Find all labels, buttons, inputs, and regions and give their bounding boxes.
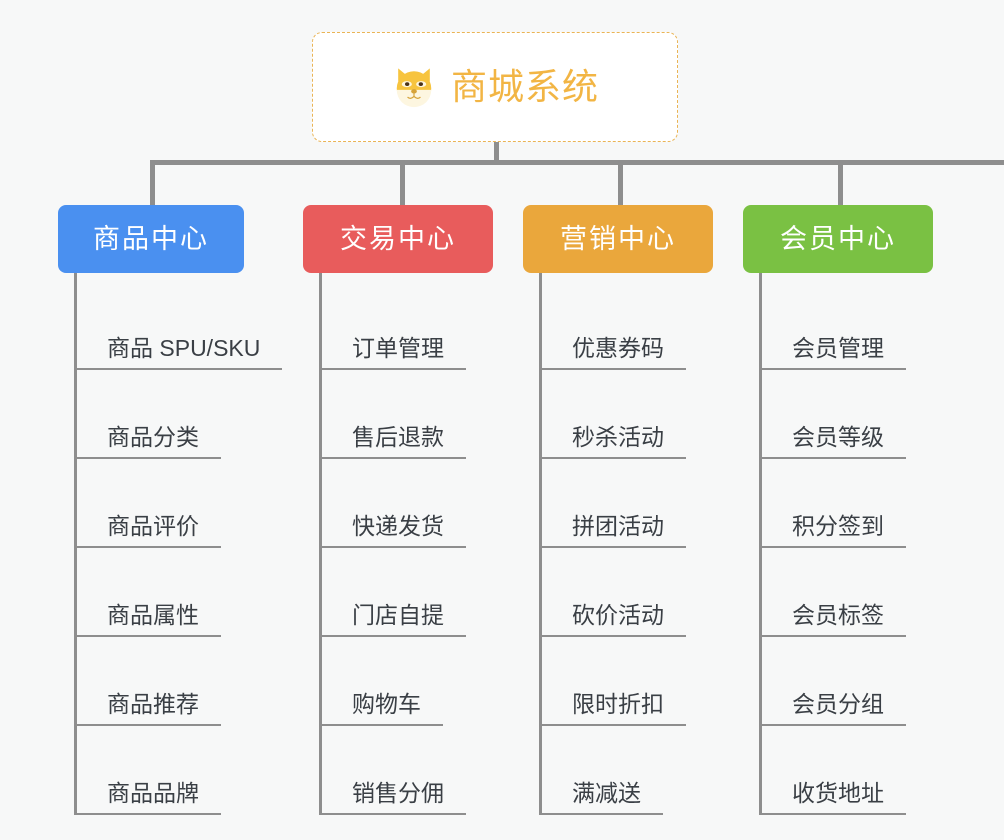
leaf-item[interactable]: 限时折扣	[542, 637, 759, 726]
leaf-label: 商品推荐	[77, 693, 221, 726]
leaf-label: 商品品牌	[77, 782, 221, 815]
leaf-label: 会员等级	[762, 426, 906, 459]
leaf-item[interactable]: 积分签到	[762, 459, 979, 548]
branch-column-2: 交易中心 订单管理 售后退款 快递发货 门店自提 购物车 销售分佣	[303, 205, 539, 815]
leaf-item[interactable]: 商品评价	[77, 459, 294, 548]
leaf-label: 商品属性	[77, 604, 221, 637]
connector-root-stem	[494, 142, 499, 164]
leaf-label: 会员标签	[762, 604, 906, 637]
leaf-item[interactable]: 商品推荐	[77, 637, 294, 726]
connector-horizontal-bus	[150, 160, 1004, 165]
branch-header-4[interactable]: 会员中心	[743, 205, 933, 273]
leaf-list-3: 优惠券码 秒杀活动 拼团活动 砍价活动 限时折扣 满减送	[539, 273, 759, 815]
leaf-label: 秒杀活动	[542, 426, 686, 459]
leaf-list-1: 商品 SPU/SKU 商品分类 商品评价 商品属性 商品推荐 商品品牌	[74, 273, 294, 815]
leaf-item[interactable]: 商品品牌	[77, 726, 294, 815]
leaf-label: 购物车	[322, 693, 443, 726]
leaf-item[interactable]: 商品分类	[77, 370, 294, 459]
leaf-item[interactable]: 销售分佣	[322, 726, 539, 815]
leaf-item[interactable]: 商品 SPU/SKU	[77, 281, 294, 370]
leaf-item[interactable]: 快递发货	[322, 459, 539, 548]
leaf-label: 商品分类	[77, 426, 221, 459]
connector-drop-3	[618, 160, 623, 208]
leaf-item[interactable]: 购物车	[322, 637, 539, 726]
leaf-item[interactable]: 会员标签	[762, 548, 979, 637]
shiba-dog-icon	[396, 68, 432, 108]
branch-column-4: 会员中心 会员管理 会员等级 积分签到 会员标签 会员分组 收货地址	[743, 205, 979, 815]
root-title: 商城系统	[450, 66, 599, 107]
leaf-list-4: 会员管理 会员等级 积分签到 会员标签 会员分组 收货地址	[759, 273, 979, 815]
leaf-label: 收货地址	[762, 782, 906, 815]
leaf-item[interactable]: 售后退款	[322, 370, 539, 459]
leaf-item[interactable]: 优惠券码	[542, 281, 759, 370]
leaf-label: 拼团活动	[542, 515, 686, 548]
leaf-label: 快递发货	[322, 515, 466, 548]
leaf-label: 满减送	[542, 782, 663, 815]
branch-label-4: 会员中心	[780, 223, 896, 254]
branch-label-2: 交易中心	[340, 223, 456, 254]
leaf-item[interactable]: 砍价活动	[542, 548, 759, 637]
leaf-label: 积分签到	[762, 515, 906, 548]
leaf-label: 订单管理	[322, 337, 466, 370]
leaf-item[interactable]: 秒杀活动	[542, 370, 759, 459]
leaf-label: 商品 SPU/SKU	[77, 337, 283, 370]
leaf-label: 会员分组	[762, 693, 906, 726]
branch-header-3[interactable]: 营销中心	[523, 205, 713, 273]
leaf-item[interactable]: 会员等级	[762, 370, 979, 459]
leaf-item[interactable]: 拼团活动	[542, 459, 759, 548]
leaf-label: 限时折扣	[542, 693, 686, 726]
root-node[interactable]: 商城系统	[312, 32, 678, 142]
branch-label-3: 营销中心	[560, 223, 676, 254]
leaf-item[interactable]: 满减送	[542, 726, 759, 815]
leaf-label: 售后退款	[322, 426, 466, 459]
leaf-label: 优惠券码	[542, 337, 686, 370]
leaf-list-2: 订单管理 售后退款 快递发货 门店自提 购物车 销售分佣	[319, 273, 539, 815]
leaf-label: 门店自提	[322, 604, 466, 637]
branch-header-1[interactable]: 商品中心	[58, 205, 244, 273]
leaf-item[interactable]: 收货地址	[762, 726, 979, 815]
leaf-item[interactable]: 订单管理	[322, 281, 539, 370]
branch-column-3: 营销中心 优惠券码 秒杀活动 拼团活动 砍价活动 限时折扣 满减送	[523, 205, 759, 815]
leaf-item[interactable]: 商品属性	[77, 548, 294, 637]
connector-drop-2	[400, 160, 405, 208]
leaf-label: 销售分佣	[322, 782, 466, 815]
connector-drop-1	[150, 160, 155, 208]
branch-column-1: 商品中心 商品 SPU/SKU 商品分类 商品评价 商品属性 商品推荐 商品品牌	[58, 205, 294, 815]
leaf-item[interactable]: 门店自提	[322, 548, 539, 637]
branch-header-2[interactable]: 交易中心	[303, 205, 493, 273]
connector-drop-4	[838, 160, 843, 208]
leaf-item[interactable]: 会员分组	[762, 637, 979, 726]
leaf-label: 会员管理	[762, 337, 906, 370]
leaf-label: 砍价活动	[542, 604, 686, 637]
leaf-item[interactable]: 会员管理	[762, 281, 979, 370]
branch-label-1: 商品中心	[93, 223, 209, 254]
leaf-label: 商品评价	[77, 515, 221, 548]
